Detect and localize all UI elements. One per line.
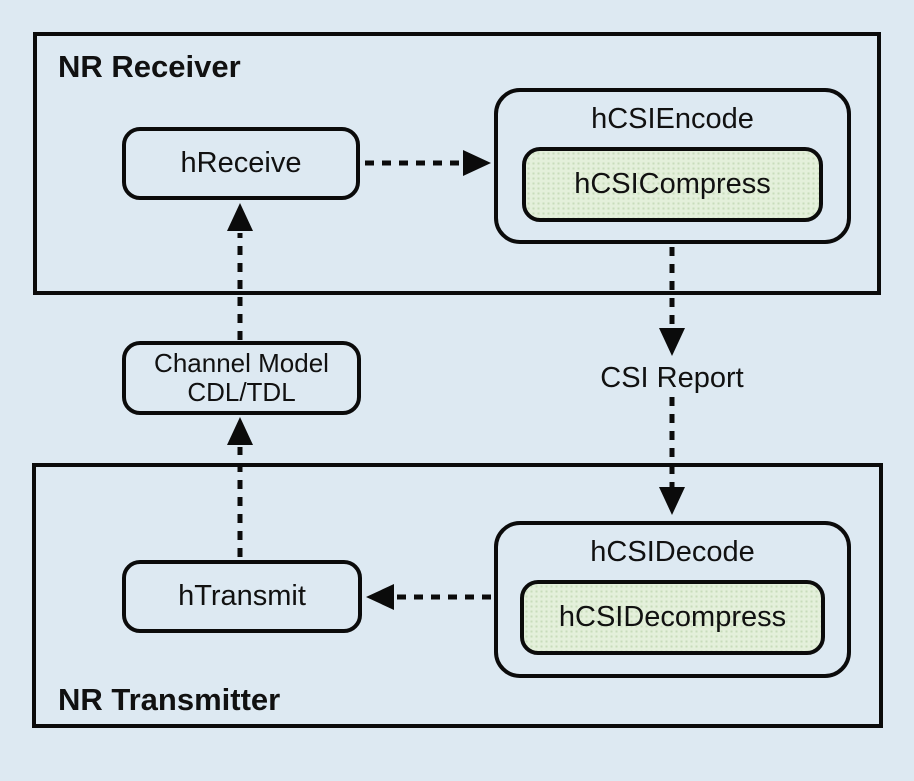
nr-transmitter-group-box xyxy=(32,463,883,728)
hcsidecompress-label: hCSIDecompress xyxy=(558,601,787,633)
hcsicompress-block: hCSICompress xyxy=(522,147,823,222)
hcsiencode-label: hCSIEncode xyxy=(591,103,754,135)
hreceive-label: hReceive xyxy=(180,147,302,179)
csi-report-label: CSI Report xyxy=(600,362,744,394)
hcsidecompress-block: hCSIDecompress xyxy=(520,580,825,655)
hreceive-block: hReceive xyxy=(122,127,360,200)
nr-receiver-group-box xyxy=(33,32,881,295)
htransmit-label: hTransmit xyxy=(178,580,306,612)
channel-model-block: Channel Model CDL/TDL xyxy=(122,341,361,415)
nr-transmitter-title: NR Transmitter xyxy=(58,682,281,717)
channel-model-label-line1: Channel Model xyxy=(154,348,329,378)
htransmit-block: hTransmit xyxy=(122,560,362,633)
nr-receiver-title: NR Receiver xyxy=(58,49,241,84)
hcsidecode-label: hCSIDecode xyxy=(590,536,755,568)
hcsicompress-label: hCSICompress xyxy=(574,168,771,200)
channel-model-label-line2: CDL/TDL xyxy=(187,377,296,407)
